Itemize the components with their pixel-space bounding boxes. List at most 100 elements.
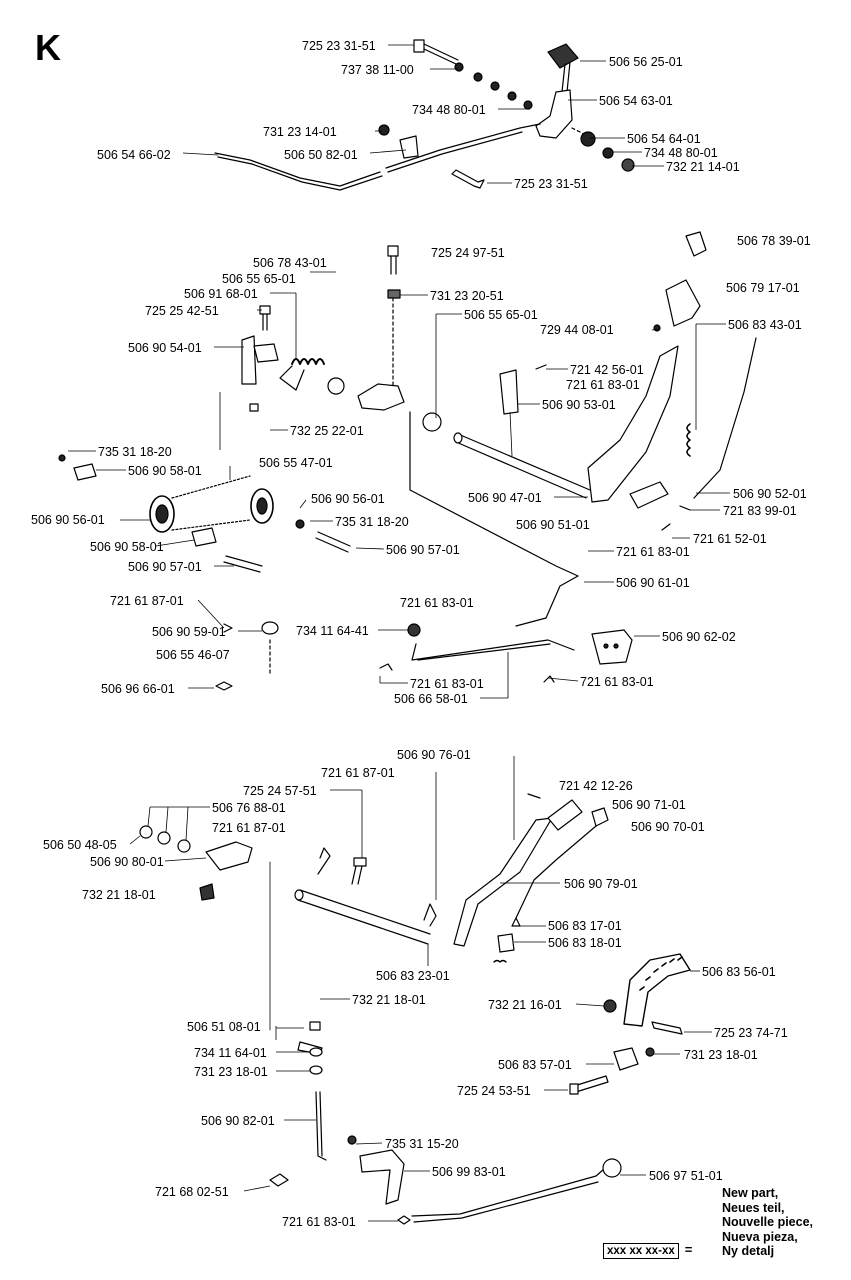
part-label: 506 90 76-01 bbox=[397, 748, 471, 762]
part-label: 506 83 57-01 bbox=[498, 1058, 572, 1072]
part-label: 506 90 54-01 bbox=[128, 341, 202, 355]
section-letter: K bbox=[35, 27, 61, 68]
legend-line: New part, bbox=[722, 1186, 779, 1200]
part-label: 506 96 66-01 bbox=[101, 682, 175, 696]
part-label: 731 23 18-01 bbox=[684, 1048, 758, 1062]
top-assembly bbox=[214, 39, 635, 191]
part-label: 506 90 71-01 bbox=[612, 798, 686, 812]
legend-line: Neues teil, bbox=[722, 1200, 785, 1215]
part-label: 734 11 64-41 bbox=[296, 624, 369, 638]
middle-assembly bbox=[58, 231, 757, 691]
part-label: 506 56 25-01 bbox=[609, 55, 683, 69]
legend-equals: = bbox=[684, 1242, 693, 1257]
part-label: 506 54 63-01 bbox=[599, 94, 673, 108]
part-number-labels: 725 23 31-51 737 38 11-00 734 48 80-01 7… bbox=[31, 39, 811, 1229]
part-label: 506 90 79-01 bbox=[564, 877, 638, 891]
part-label: 732 21 18-01 bbox=[82, 888, 156, 902]
part-label: 732 21 14-01 bbox=[666, 160, 740, 174]
part-label: 506 66 58-01 bbox=[394, 692, 468, 706]
part-label: 506 90 57-01 bbox=[386, 543, 460, 557]
legend-key: xxx xx xx-xx = bbox=[603, 1241, 692, 1259]
legend-line: Nueva pieza, bbox=[722, 1229, 798, 1244]
part-label: 506 99 83-01 bbox=[432, 1165, 506, 1179]
part-label: 506 90 59-01 bbox=[152, 625, 226, 639]
part-label: 506 90 47-01 bbox=[468, 491, 542, 505]
part-label: 506 90 52-01 bbox=[733, 487, 807, 501]
part-label: 506 90 51-01 bbox=[516, 518, 590, 532]
part-drawings bbox=[58, 39, 757, 1225]
part-label: 506 90 82-01 bbox=[201, 1114, 275, 1128]
part-label: 506 55 47-01 bbox=[259, 456, 333, 470]
part-label: 506 78 39-01 bbox=[737, 234, 811, 248]
part-label: 506 91 68-01 bbox=[184, 287, 258, 301]
part-label: 506 90 70-01 bbox=[631, 820, 705, 834]
bottom-assembly bbox=[139, 793, 691, 1225]
part-label: 506 90 53-01 bbox=[542, 398, 616, 412]
part-label: 506 50 82-01 bbox=[284, 148, 358, 162]
legend-line: Nouvelle piece, bbox=[722, 1215, 814, 1229]
part-label: 734 48 80-01 bbox=[644, 146, 718, 160]
new-part-legend: New part, Neues teil, Nouvelle piece, Nu… bbox=[722, 1186, 813, 1259]
part-label: 725 23 74-71 bbox=[714, 1026, 788, 1040]
part-label: 506 54 66-02 bbox=[97, 148, 171, 162]
part-label: 721 61 52-01 bbox=[693, 532, 767, 546]
part-label: 721 42 56-01 bbox=[570, 363, 644, 377]
part-label: 506 76 88-01 bbox=[212, 801, 286, 815]
part-label: 721 61 87-01 bbox=[212, 821, 286, 835]
part-label: 506 83 17-01 bbox=[548, 919, 622, 933]
part-label: 506 90 56-01 bbox=[311, 492, 385, 506]
part-label: 721 61 87-01 bbox=[321, 766, 395, 780]
part-label: 721 61 83-01 bbox=[566, 378, 640, 392]
part-label: 721 61 83-01 bbox=[580, 675, 654, 689]
part-label: 732 21 18-01 bbox=[352, 993, 426, 1007]
part-label: 506 51 08-01 bbox=[187, 1020, 261, 1034]
part-label: 506 90 80-01 bbox=[90, 855, 164, 869]
part-label: 506 55 65-01 bbox=[222, 272, 296, 286]
part-label: 506 97 51-01 bbox=[649, 1169, 723, 1183]
part-label: 506 50 48-05 bbox=[43, 838, 117, 852]
part-label: 506 78 43-01 bbox=[253, 256, 327, 270]
new-part-box-sample: xxx xx xx-xx bbox=[603, 1243, 679, 1259]
part-label: 725 23 31-51 bbox=[514, 177, 588, 191]
part-label: 506 90 58-01 bbox=[90, 540, 164, 554]
part-label: 725 25 42-51 bbox=[145, 304, 219, 318]
part-label: 506 83 43-01 bbox=[728, 318, 802, 332]
part-label: 506 90 61-01 bbox=[616, 576, 690, 590]
part-label: 506 55 65-01 bbox=[464, 308, 538, 322]
part-label: 731 23 18-01 bbox=[194, 1065, 268, 1079]
part-label: 731 23 14-01 bbox=[263, 125, 337, 139]
part-label: 725 23 31-51 bbox=[302, 39, 376, 53]
part-label: 506 54 64-01 bbox=[627, 132, 701, 146]
part-label: 732 21 16-01 bbox=[488, 998, 562, 1012]
part-label: 721 68 02-51 bbox=[155, 1185, 229, 1199]
part-label: 734 48 80-01 bbox=[412, 103, 486, 117]
part-label: 506 83 18-01 bbox=[548, 936, 622, 950]
part-label: 735 31 15-20 bbox=[385, 1137, 459, 1151]
part-label: 729 44 08-01 bbox=[540, 323, 614, 337]
part-label: 737 38 11-00 bbox=[341, 63, 414, 77]
part-label: 721 42 12-26 bbox=[559, 779, 633, 793]
part-label: 725 24 53-51 bbox=[457, 1084, 531, 1098]
part-label: 506 83 23-01 bbox=[376, 969, 450, 983]
part-label: 725 24 97-51 bbox=[431, 246, 505, 260]
part-label: 732 25 22-01 bbox=[290, 424, 364, 438]
part-label: 721 61 83-01 bbox=[282, 1215, 356, 1229]
part-label: 506 90 56-01 bbox=[31, 513, 105, 527]
part-label: 506 90 57-01 bbox=[128, 560, 202, 574]
part-label: 506 79 17-01 bbox=[726, 281, 800, 295]
part-label: 506 90 62-02 bbox=[662, 630, 736, 644]
part-label: 735 31 18-20 bbox=[98, 445, 172, 459]
part-label: 721 61 83-01 bbox=[616, 545, 690, 559]
part-label: 506 90 58-01 bbox=[128, 464, 202, 478]
part-label: 721 83 99-01 bbox=[723, 504, 797, 518]
part-label: 731 23 20-51 bbox=[430, 289, 504, 303]
part-label: 506 55 46-07 bbox=[156, 648, 230, 662]
part-label: 721 61 83-01 bbox=[400, 596, 474, 610]
part-label: 735 31 18-20 bbox=[335, 515, 409, 529]
part-label: 734 11 64-01 bbox=[194, 1046, 267, 1060]
part-label: 721 61 87-01 bbox=[110, 594, 184, 608]
part-label: 506 83 56-01 bbox=[702, 965, 776, 979]
legend-line: Ny detalj bbox=[722, 1244, 775, 1258]
leader-lines bbox=[68, 44, 730, 1222]
